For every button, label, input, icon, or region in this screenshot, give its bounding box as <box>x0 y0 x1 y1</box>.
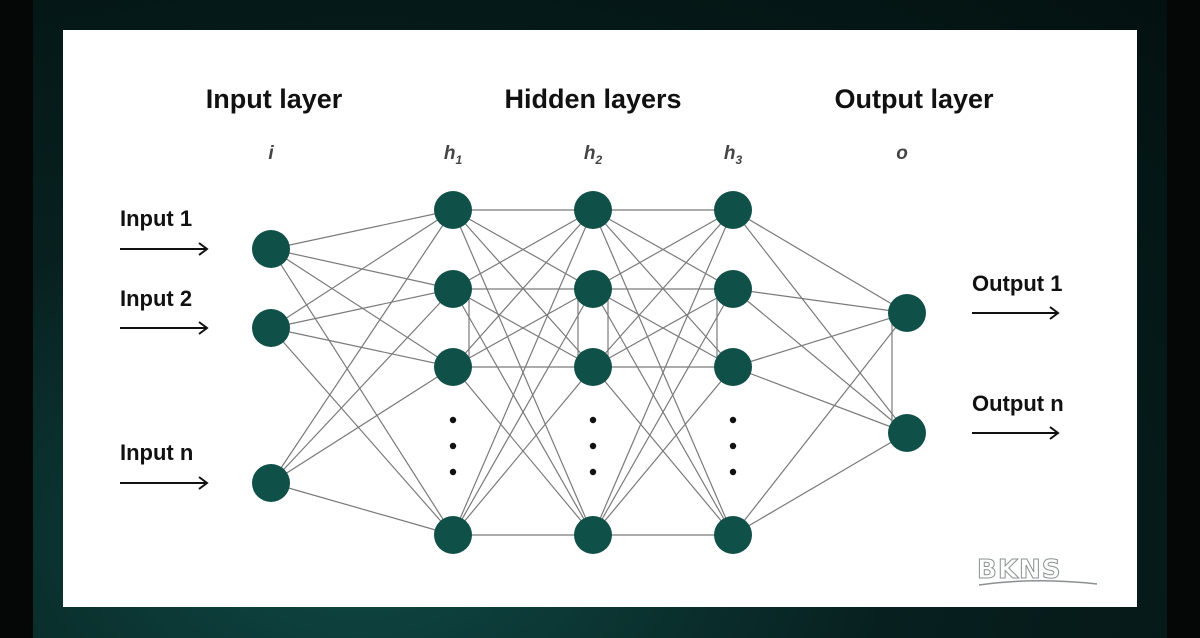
io-arrows <box>120 242 1060 490</box>
edge-hidden3-3-output-1 <box>732 432 908 536</box>
node-hidden1-3 <box>434 348 472 386</box>
edge-input-2-hidden1-1 <box>270 288 454 484</box>
output-symbol: o <box>896 143 908 164</box>
edge-hidden2-2-hidden3-0 <box>592 209 734 368</box>
input-label-n: Input n <box>120 440 194 465</box>
node-hidden1-1 <box>434 191 472 229</box>
edge-hidden1-1-hidden2-0 <box>452 209 594 290</box>
output-n-arrow-icon <box>972 426 1060 440</box>
input-2-arrow-icon <box>120 321 209 335</box>
vertical-dots-icon-h2-1 <box>589 416 597 424</box>
edge-hidden1-3-hidden2-2 <box>452 366 594 536</box>
edge-input-2-hidden1-2 <box>270 366 454 484</box>
edge-hidden3-0-output-1 <box>732 209 908 434</box>
output-label-1: Output 1 <box>972 271 1063 296</box>
input-label-2: Input 2 <box>120 286 193 311</box>
edge-hidden3-0-output-0 <box>732 209 908 314</box>
edge-hidden2-3-hidden3-0 <box>592 209 734 536</box>
edge-input-1-hidden1-0 <box>270 209 454 329</box>
edge-hidden3-2-output-1 <box>732 366 908 434</box>
vertical-dots-icon-h2-2 <box>589 442 597 450</box>
edge-hidden2-3-hidden3-1 <box>592 288 734 536</box>
edge-hidden2-2-hidden3-1 <box>592 288 734 368</box>
output-label-n: Output n <box>972 391 1064 416</box>
hidden-1-symbol: h1 <box>443 143 463 167</box>
node-hidden2-2 <box>574 270 612 308</box>
node-input-1 <box>252 230 290 268</box>
edge-hidden1-3-hidden2-0 <box>452 209 594 536</box>
edge-hidden1-2-hidden2-0 <box>452 209 594 368</box>
edge-input-2-hidden1-3 <box>270 482 454 536</box>
node-hidden3-4 <box>714 516 752 554</box>
vertical-dots-icon-h2-3 <box>589 468 597 476</box>
edge-hidden3-1-output-0 <box>732 288 908 314</box>
vertical-dots-icon-h1-1 <box>449 416 457 424</box>
hidden-3-symbol: h3 <box>723 143 743 167</box>
node-hidden1-4 <box>434 516 472 554</box>
right-border <box>1167 0 1200 638</box>
input-label-1: Input 1 <box>120 206 193 231</box>
node-hidden1-2 <box>434 270 472 308</box>
input-symbol: i <box>268 143 274 164</box>
edge-hidden2-3-hidden3-2 <box>592 366 734 536</box>
node-hidden3-2 <box>714 270 752 308</box>
node-input-2 <box>252 309 290 347</box>
node-output-2 <box>888 414 926 452</box>
bkns-logo: BKNS <box>977 555 1098 586</box>
edge-hidden3-3-output-0 <box>732 312 908 536</box>
edge-hidden1-2-hidden2-1 <box>452 288 594 368</box>
edge-hidden3-1-output-1 <box>732 288 908 434</box>
ellipsis-dots <box>449 416 737 476</box>
node-hidden2-1 <box>574 191 612 229</box>
edge-input-0-hidden1-0 <box>270 209 454 250</box>
node-hidden3-3 <box>714 348 752 386</box>
vertical-dots-icon-h1-3 <box>449 468 457 476</box>
input-1-arrow-icon <box>120 242 209 256</box>
edge-input-2-hidden1-0 <box>270 209 454 484</box>
output-1-arrow-icon <box>972 306 1060 320</box>
vertical-dots-icon-h3-2 <box>729 442 737 450</box>
connections <box>270 209 908 536</box>
edge-hidden2-1-hidden3-0 <box>592 209 734 290</box>
vertical-dots-icon-h1-2 <box>449 442 457 450</box>
left-border <box>0 0 33 638</box>
edge-hidden3-2-output-0 <box>732 312 908 368</box>
input-n-arrow-icon <box>120 476 209 490</box>
node-hidden2-4 <box>574 516 612 554</box>
vertical-dots-icon-h3-1 <box>729 416 737 424</box>
node-hidden3-1 <box>714 191 752 229</box>
edge-hidden1-3-hidden2-1 <box>452 288 594 536</box>
neurons <box>252 191 926 554</box>
edge-input-0-hidden1-3 <box>270 248 454 536</box>
node-input-3 <box>252 464 290 502</box>
node-hidden2-3 <box>574 348 612 386</box>
diagram-panel <box>63 30 1137 607</box>
vertical-dots-icon-h3-3 <box>729 468 737 476</box>
hidden-2-symbol: h2 <box>583 143 603 167</box>
edge-input-1-hidden1-1 <box>270 288 454 329</box>
node-output-1 <box>888 294 926 332</box>
output-layer-title: Output layer <box>834 84 994 114</box>
edge-input-1-hidden1-3 <box>270 327 454 536</box>
input-layer-title: Input layer <box>205 84 343 114</box>
logo-text: BKNS <box>977 555 1061 585</box>
hidden-layers-title: Hidden layers <box>504 84 682 114</box>
